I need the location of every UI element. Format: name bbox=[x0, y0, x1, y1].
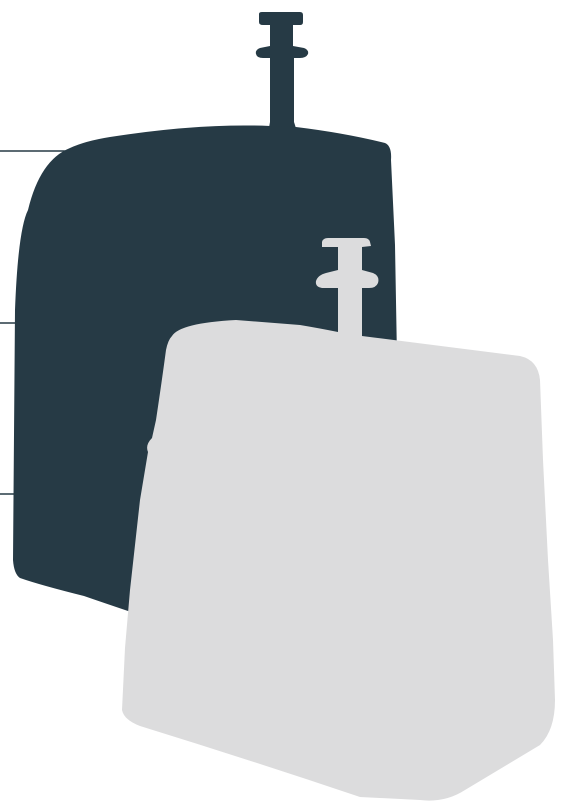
front-canister-body bbox=[122, 320, 555, 801]
back-canister-nozzle bbox=[256, 12, 308, 132]
